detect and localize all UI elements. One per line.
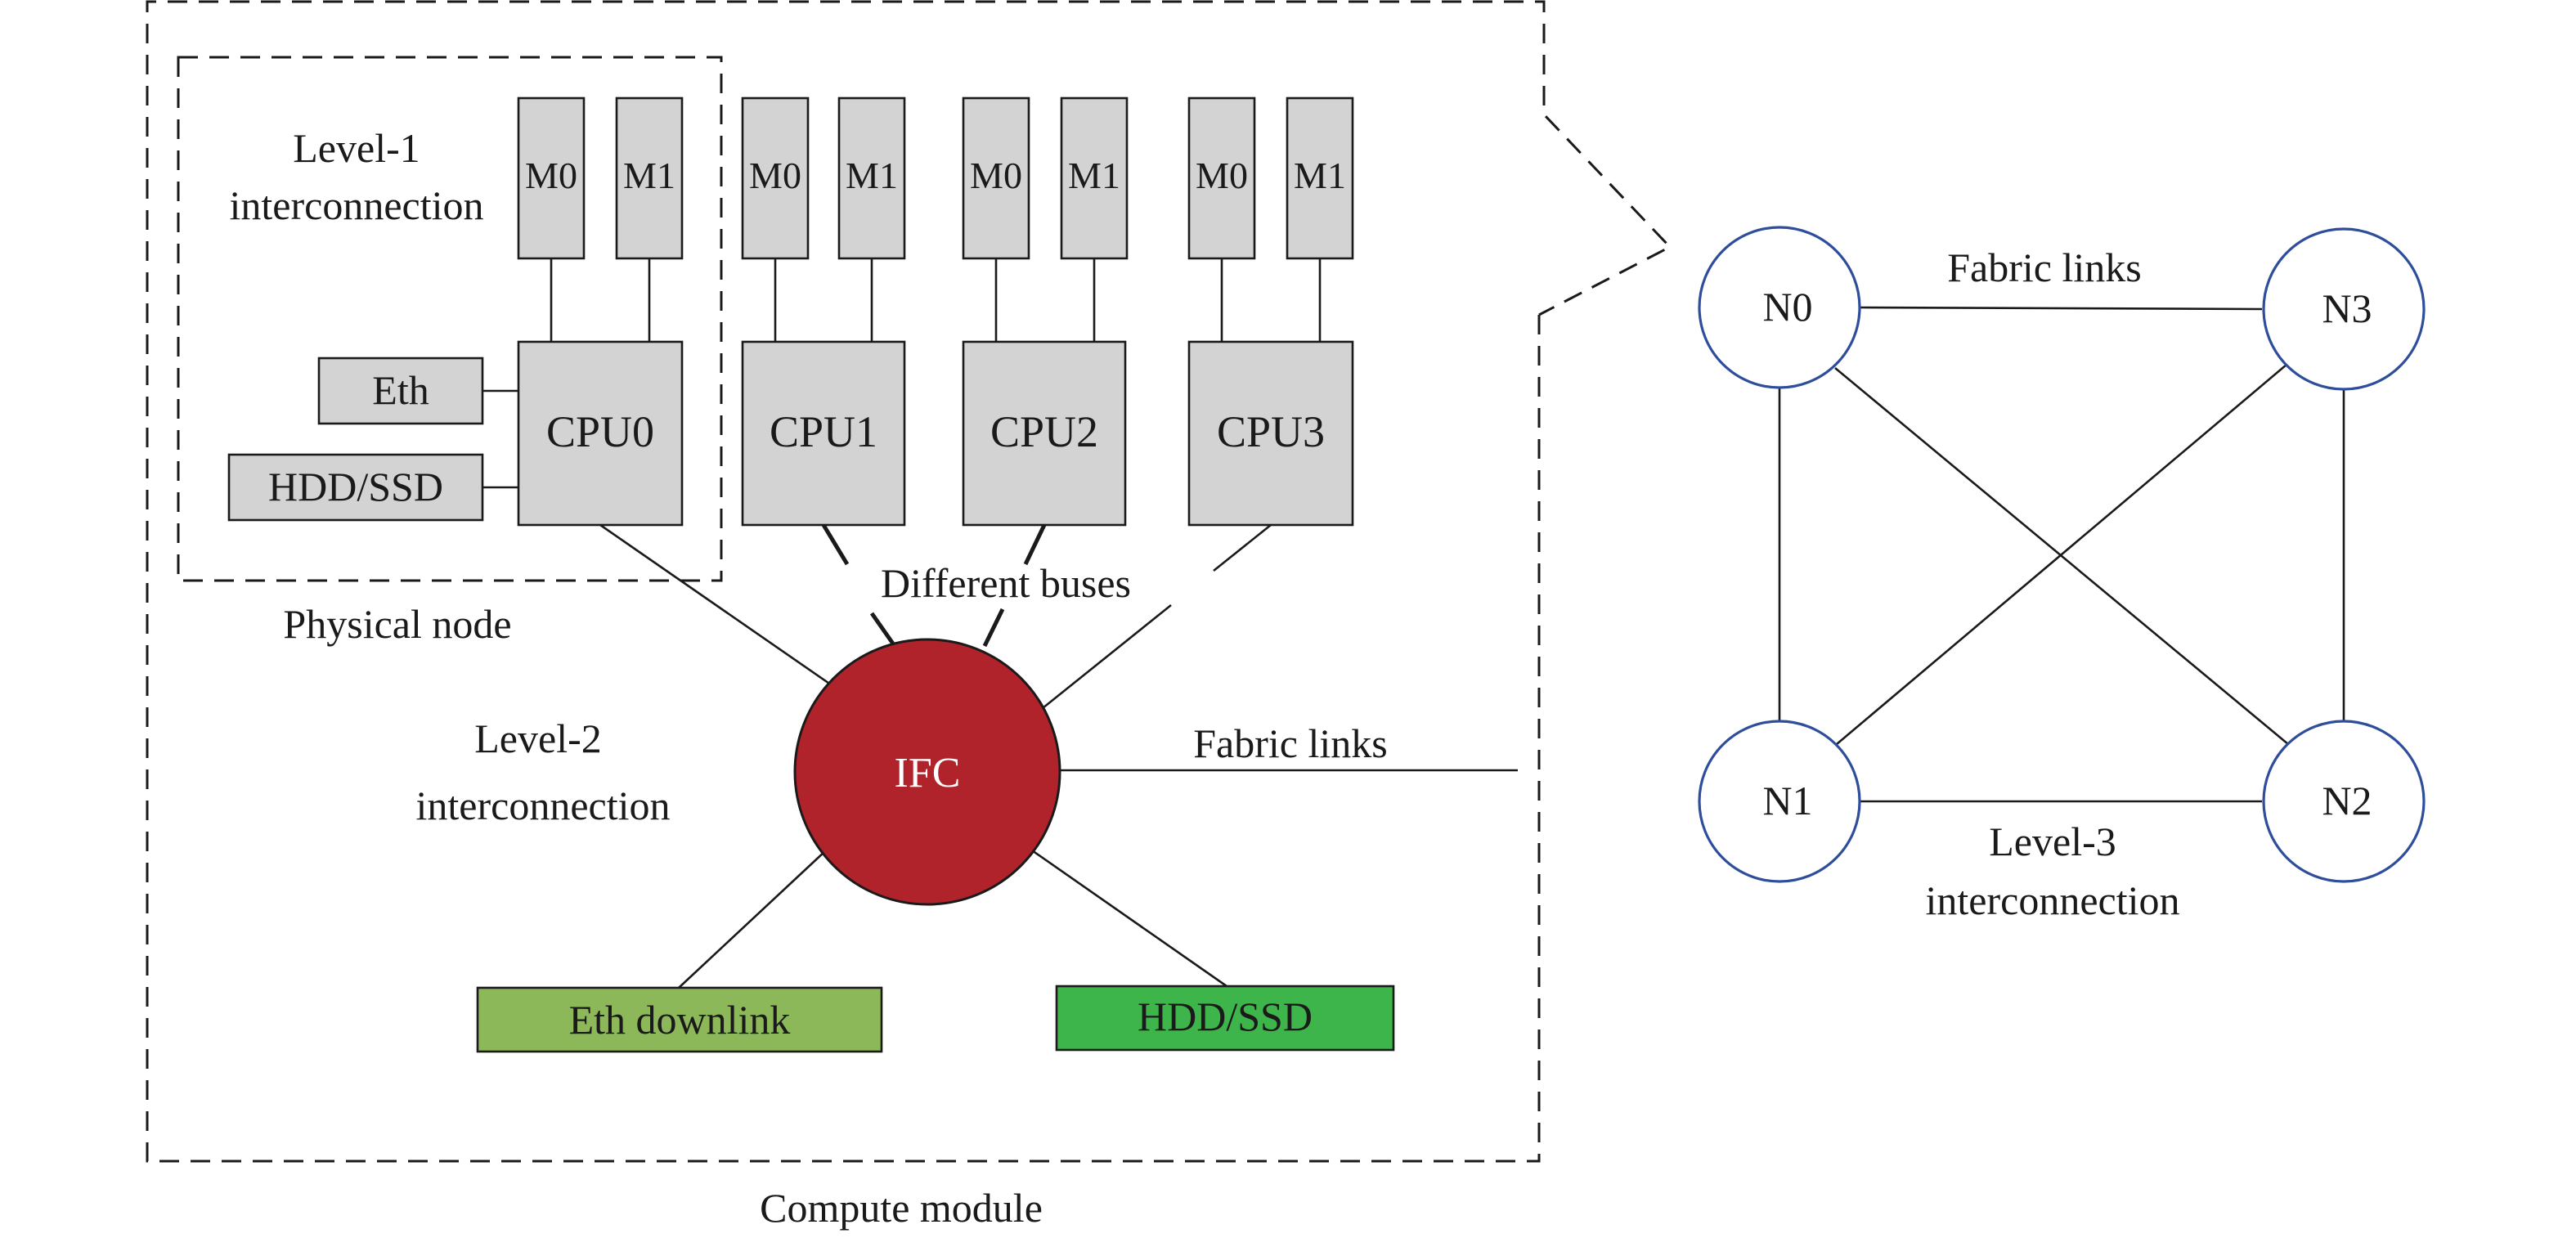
cpu3-memory-m0-label: M0 <box>1196 155 1248 196</box>
cpu2-memory-m0-label: M0 <box>970 155 1022 196</box>
cpu3-box <box>1187 340 1354 527</box>
ifc-fabric-links-label: Fabric links <box>1193 720 1387 766</box>
bus-link-cpu1-upper <box>821 523 850 566</box>
cpu0-memory-m0-label: M0 <box>525 155 577 196</box>
node-n1 <box>1698 720 1861 883</box>
level1-line2: interconnection <box>230 182 484 228</box>
cpu3-memory-m1-label: M1 <box>1294 155 1346 196</box>
cpu1-memory-m0-label: M0 <box>749 155 801 196</box>
eth-port-label: Eth <box>372 367 429 413</box>
cpu0-memory-m0 <box>517 96 586 260</box>
node-n0 <box>1698 226 1861 389</box>
cpu1-memory-m0 <box>741 96 810 260</box>
cpu2-group: M0 M1 CPU2 <box>962 96 1129 527</box>
cpu2-label: CPU2 <box>990 407 1098 456</box>
different-buses-label: Different buses <box>881 560 1131 606</box>
bus-link-cpu0 <box>599 523 835 689</box>
link-n0-n3 <box>1859 306 2263 311</box>
cpu3-memory-m1 <box>1286 96 1354 260</box>
node-n3-label: N3 <box>2322 285 2372 331</box>
link-n3-n1 <box>1836 364 2287 745</box>
node-n2-label: N2 <box>2322 778 2372 823</box>
compute-module-label: Compute module <box>760 1185 1043 1231</box>
level2-line2: interconnection <box>416 783 671 828</box>
cpu0-peripherals: Eth HDD/SSD <box>227 357 518 522</box>
cpu1-memory-m1-label: M1 <box>846 155 898 196</box>
node-n3 <box>2262 227 2426 391</box>
ifc-controller <box>793 638 1061 906</box>
node-n1-label: N1 <box>1762 778 1812 823</box>
level1-line1: Level-1 <box>293 125 420 171</box>
cpu1-memory-m1 <box>837 96 906 260</box>
local-storage-box <box>227 453 484 522</box>
local-storage-label: HDD/SSD <box>268 464 443 509</box>
bus-link-cpu1-lower <box>869 612 897 648</box>
eth-downlink-box <box>476 986 883 1053</box>
cpu1-group: M0 M1 CPU1 <box>741 96 906 527</box>
bus-link-cpu2-upper <box>1023 523 1047 566</box>
ifc-label: IFC <box>895 750 961 796</box>
cpu1-label: CPU1 <box>770 407 877 456</box>
hdd-ssd-label: HDD/SSD <box>1138 994 1313 1039</box>
cpu2-memory-m1 <box>1060 96 1129 260</box>
cpu0-memory-m1-label: M1 <box>623 155 675 196</box>
cpu3-label: CPU3 <box>1217 407 1325 456</box>
node-n0-label: N0 <box>1762 284 1812 330</box>
cpu2-memory-m0 <box>962 96 1030 260</box>
ifc-to-hdd-ssd <box>1031 849 1227 988</box>
level3-line2: interconnection <box>1926 877 2180 923</box>
eth-downlink-label: Eth downlink <box>569 997 791 1043</box>
cpu2-box <box>962 340 1127 527</box>
physical-node-outline <box>177 56 723 582</box>
level3-line1: Level-3 <box>1989 819 2116 864</box>
bus-link-cpu3-lower <box>1038 603 1172 713</box>
bus-link-cpu3-upper <box>1213 523 1272 572</box>
level3-topology: N0 N3 N1 N2 Fabric links Level-3 interco… <box>1698 226 2426 923</box>
link-n0-n2 <box>1834 366 2289 746</box>
cpu2-memory-m1-label: M1 <box>1068 155 1120 196</box>
cpu3-memory-m0 <box>1187 96 1256 260</box>
cpu0-label: CPU0 <box>546 407 654 456</box>
topology-fabric-links-label: Fabric links <box>1947 244 2141 290</box>
physical-node-label: Physical node <box>283 601 511 647</box>
cpu0-group: M0 M1 CPU0 <box>517 96 684 527</box>
hdd-ssd-box <box>1055 985 1395 1052</box>
cpu3-group: M0 M1 CPU3 <box>1187 96 1354 527</box>
bus-link-cpu2-lower <box>982 608 1005 648</box>
ifc-to-eth-downlink <box>678 850 827 989</box>
level2-line1: Level-2 <box>474 715 601 761</box>
cpu0-memory-m1 <box>615 96 684 260</box>
node-n2 <box>2262 720 2426 883</box>
cpu0-box <box>517 340 684 527</box>
eth-port-box <box>317 357 484 425</box>
